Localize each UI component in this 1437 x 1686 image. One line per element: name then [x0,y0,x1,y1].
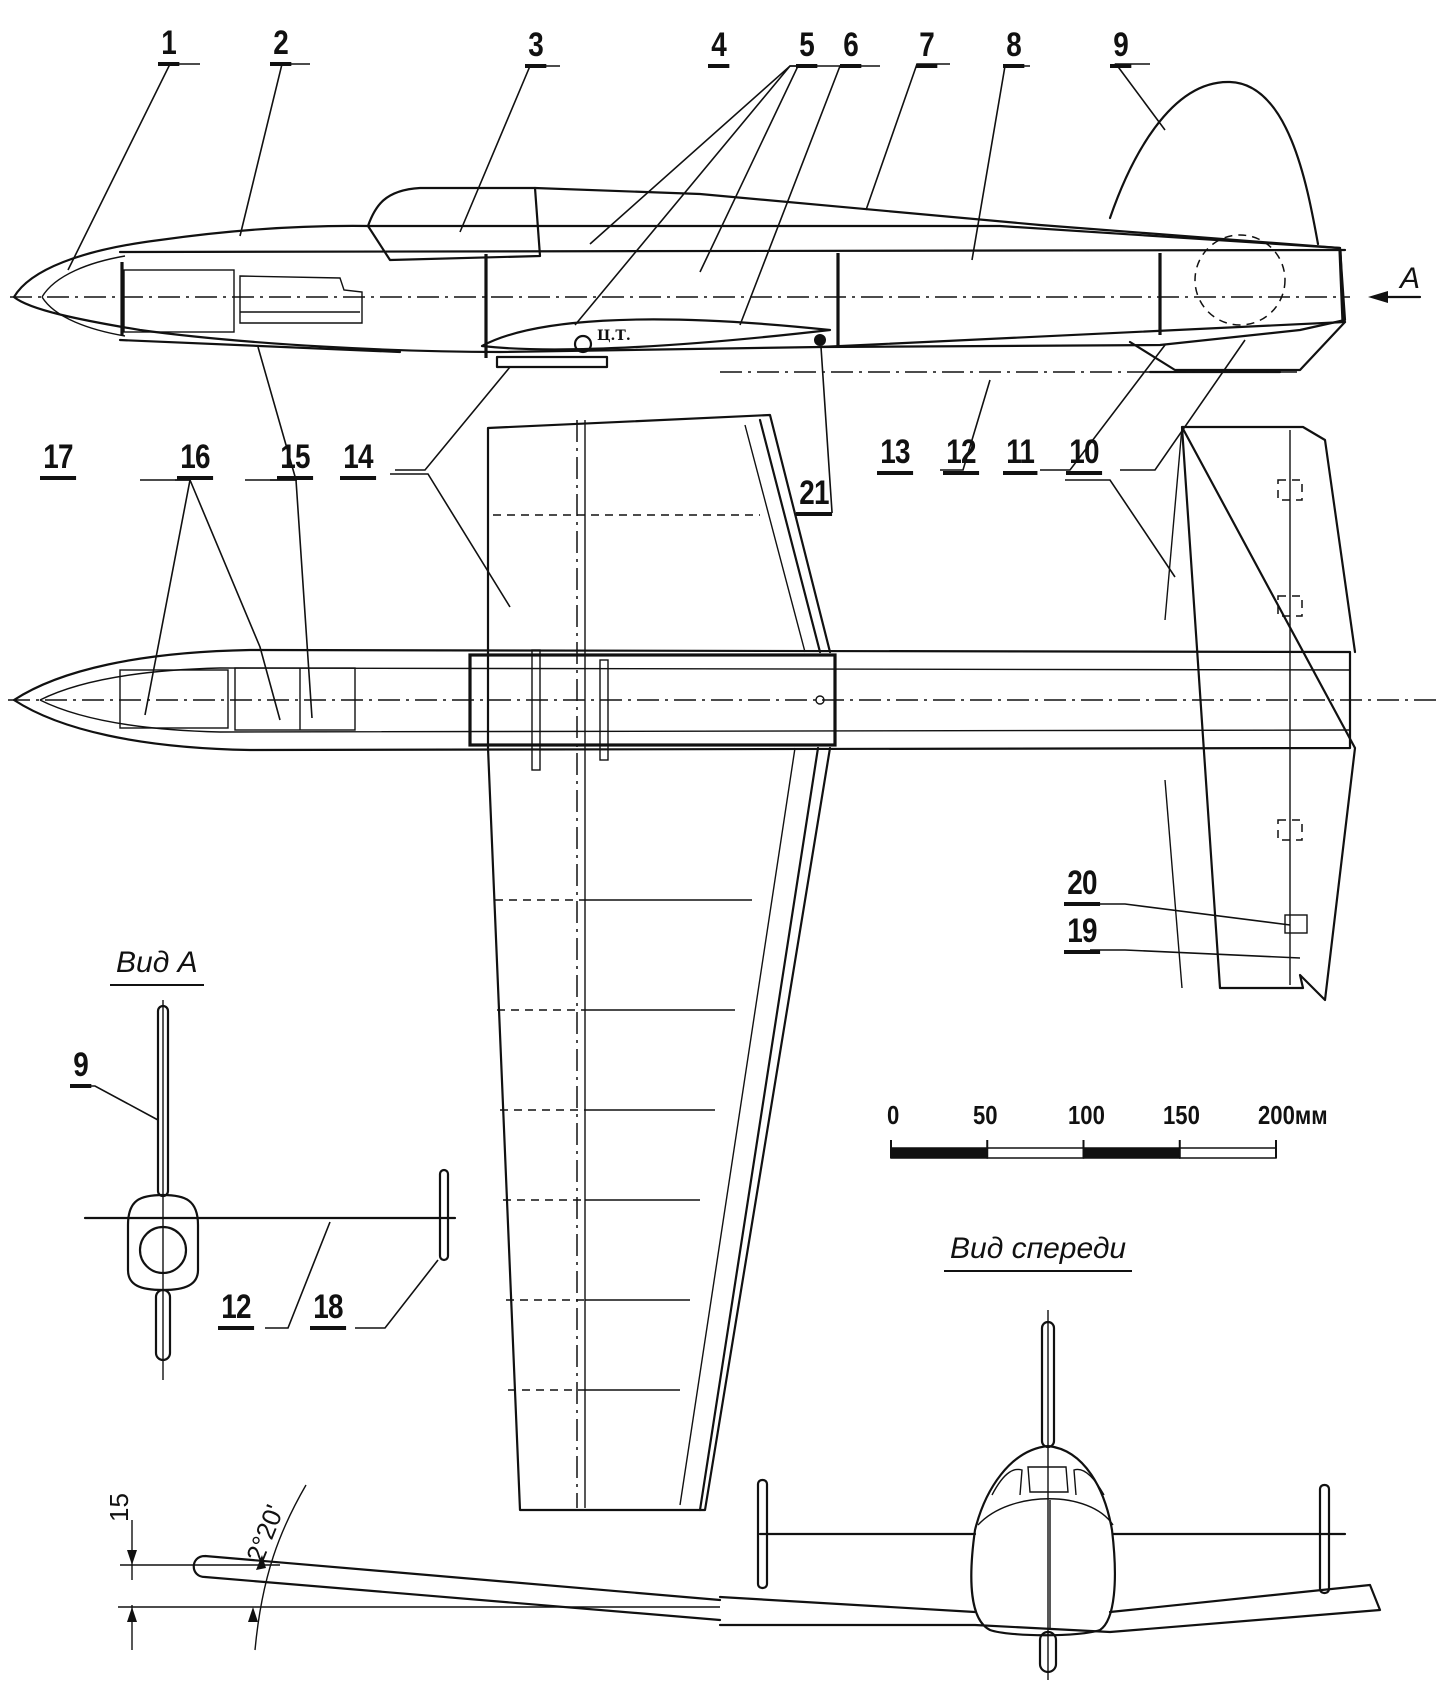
front-skid [1038,1630,1058,1674]
callout-4: 4 [708,28,730,68]
wing-ribs [493,514,760,1391]
skid-side [495,355,609,369]
callout-8: 8 [1003,28,1025,68]
spinner-line [41,255,126,337]
front-endplate-left [756,1478,769,1590]
side-view [10,80,1422,374]
wing-center-box [468,653,837,747]
dihedral-height-label: 15 [104,1493,134,1522]
canopy [366,186,542,262]
view-a-callout-9: 9 [70,1048,92,1088]
fuselage-plan [12,648,1352,752]
scale-tick-label: 200мм [1258,1100,1328,1130]
tank-plan [119,669,229,729]
view-a-endplate [438,1168,450,1262]
front-fuselage [970,1444,1116,1637]
fin-side [1108,80,1320,246]
callout-3: 3 [525,28,547,68]
callout-20: 20 [1064,866,1100,906]
front-windshield [1027,1466,1069,1493]
callout-19: 19 [1064,914,1100,954]
battery-plan [234,667,356,731]
scale-segment [890,1147,988,1159]
callout-16: 16 [177,440,213,480]
ventral-fin [1128,320,1347,372]
view-a-callout-12: 12 [218,1290,254,1330]
scale-tick-label: 0 [887,1100,900,1130]
scale-bar [890,1140,1277,1159]
callout-1: 1 [158,26,180,66]
callout-17: 17 [40,440,76,480]
cg-label: Ц.Т. [597,328,631,344]
callout-13: 13 [877,435,913,475]
front-endplate-right [1318,1483,1331,1595]
wing-dihedral-profile [192,1554,722,1622]
scale-tick-label: 100 [1068,1100,1105,1130]
scale-segment [986,1147,1085,1159]
callout-15: 15 [277,440,313,480]
callout-14: 14 [340,440,376,480]
pushrod-horn [814,334,826,346]
scale-segment [1179,1147,1277,1159]
view-arrow-label: A [1400,262,1421,295]
callout-21: 21 [796,476,832,516]
dihedral-view [118,1484,722,1651]
callout-2: 2 [270,26,292,66]
view-a-callout-18: 18 [310,1290,346,1330]
scale-segment [1082,1147,1181,1159]
side-fuselage-outline [12,224,1347,354]
scale-tick-label: 150 [1163,1100,1200,1130]
view-a-fuselage [126,1193,200,1292]
wing-root-profile [480,318,832,351]
view-a-skid [154,1288,172,1362]
top-view [8,346,1437,1512]
callout-9: 9 [1110,28,1132,68]
callout-7: 7 [916,28,938,68]
wing-plan [486,413,832,1512]
tail-hidden-circle [1194,234,1286,326]
front-view [718,1310,1382,1680]
callout-12: 12 [943,435,979,475]
flap-line [698,418,822,1512]
callout-5: 5 [796,28,818,68]
front-view-title: Вид спереди [944,1232,1133,1272]
view-a-title: Вид А [110,946,204,986]
battery-compartment-side [239,275,363,324]
view-a [70,1000,457,1380]
cg-marker [573,334,593,354]
fuel-tank-side [123,269,235,333]
turtledeck [533,186,1342,250]
callout-6: 6 [840,28,862,68]
scale-tick-label: 50 [973,1100,998,1130]
tail-post [1338,249,1345,323]
front-wing [718,1583,1382,1634]
callout-10: 10 [1066,435,1102,475]
callout-11: 11 [1003,435,1038,475]
